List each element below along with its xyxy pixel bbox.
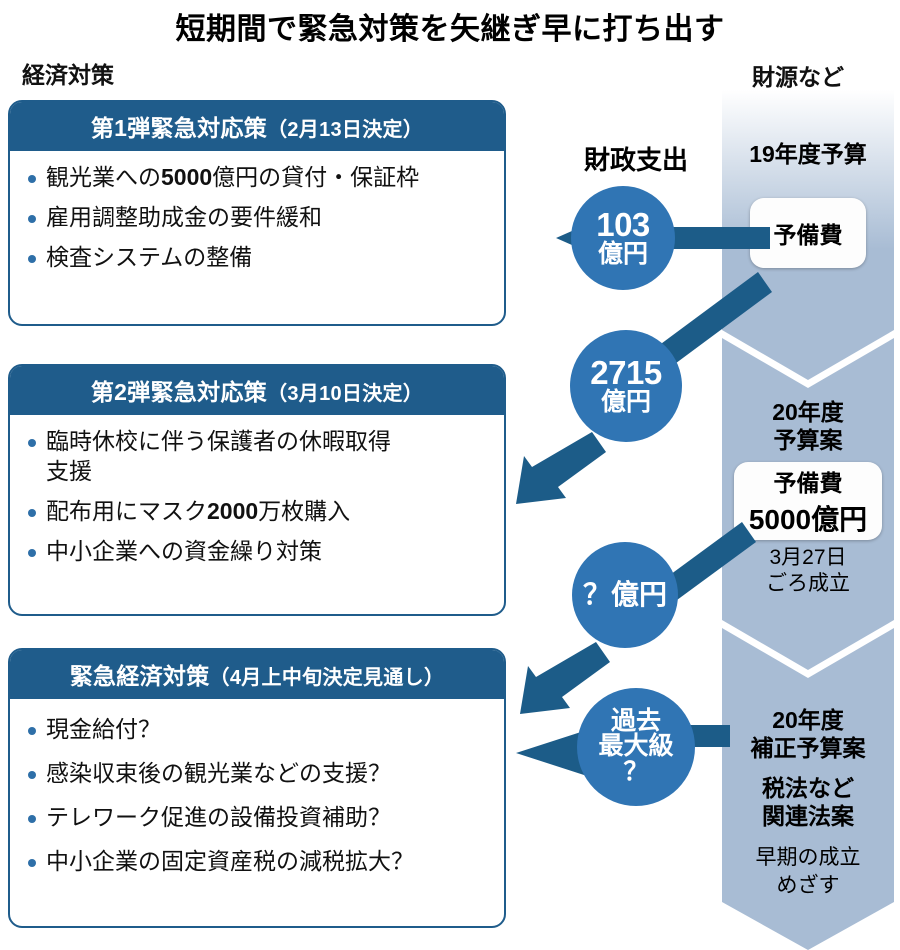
list-item: テレワーク促進の設備投資補助？: [26, 803, 492, 833]
list-item: 配布用にマスク2000万枚購入: [26, 497, 492, 527]
policy-card-1-date: （2月13日決定）: [267, 119, 424, 141]
policy-card-3-header: 緊急経済対策（4月上中旬決定見通し）: [10, 650, 504, 699]
policy-card-3-title: 緊急経済対策: [69, 663, 210, 689]
funding-note-fy20-line2: ごろ成立: [766, 572, 850, 595]
policy-card-2-header: 第2弾緊急対応策（3月10日決定）: [10, 366, 504, 415]
list-item: 感染収束後の観光業などの支援？: [26, 759, 492, 789]
amount-line-2: 最大級: [598, 732, 674, 761]
funding-note-enact-line2: めざす: [776, 874, 840, 897]
policy-card-2-body: 臨時休校に伴う保護者の休暇取得支援 配布用にマスク2000万枚購入 中小企業への…: [10, 415, 504, 577]
amount-value: 2715: [590, 354, 662, 392]
policy-card-2-title: 第2弾緊急対応策: [90, 379, 268, 405]
policy-card-1-header: 第1弾緊急対応策（2月13日決定）: [10, 102, 504, 151]
policy-card-1-body: 観光業への5000億円の貸付・保証枠 雇用調整助成金の要件緩和 検査システムの整…: [10, 151, 504, 283]
spending-caption: 財政支出: [583, 145, 688, 175]
policy-card-2-date: （3月10日決定）: [267, 383, 424, 405]
amount-unit: 億円: [600, 388, 651, 417]
list-item: 臨時休校に伴う保護者の休暇取得支援: [26, 427, 492, 487]
policy-card-3-date: （4月上中旬決定見通し）: [209, 667, 445, 689]
amount-value: 103: [596, 206, 650, 244]
list-item: 中小企業への資金繰り対策: [26, 537, 492, 567]
list-item: 検査システムの整備: [26, 243, 492, 273]
list-item: 中小企業の固定資産税の減税拡大？: [26, 847, 492, 877]
funding-box-line: 予備費: [773, 222, 843, 248]
policy-card-1-title: 第1弾緊急対応策: [90, 115, 268, 141]
amount-circle-unknown: ？億円: [572, 542, 678, 648]
funding-box-line: 予備費: [773, 470, 843, 496]
funding-label-supplementary-line2: 補正予算案: [750, 735, 866, 761]
amount-line-1: 過去: [610, 706, 661, 735]
policy-card-1[interactable]: 第1弾緊急対応策（2月13日決定） 観光業への5000億円の貸付・保証枠 雇用調…: [8, 100, 506, 326]
list-item: 観光業への5000億円の貸付・保証枠: [26, 163, 492, 193]
amount-circle-largest-ever: 過去 最大級 ？: [577, 688, 695, 806]
funding-box-amount: 5000億円: [748, 504, 868, 535]
funding-label-supplementary-line1: 20年度: [772, 707, 844, 733]
funding-label-tax-line2: 関連法案: [762, 803, 854, 829]
amount-unit: 億円: [597, 240, 648, 269]
funding-box-reserve-fy19: 予備費: [750, 198, 866, 268]
funding-band: 19年度予算 予備費 20年度 予算案 予備費 5000億円 3月27日 ごろ成…: [722, 90, 894, 950]
policy-card-2[interactable]: 第2弾緊急対応策（3月10日決定） 臨時休校に伴う保護者の休暇取得支援 配布用に…: [8, 364, 506, 616]
funding-label-fy20-line2: 予算案: [773, 427, 843, 453]
page-title: 短期間で緊急対策を矢継ぎ早に打ち出す: [175, 13, 725, 46]
amount-circle-103: 103 億円: [571, 186, 675, 290]
policy-card-3-body: 現金給付？ 感染収束後の観光業などの支援？ テレワーク促進の設備投資補助？ 中小…: [10, 699, 504, 887]
amount-line-3: ？: [623, 757, 649, 786]
funding-note-fy20-line1: 3月27日: [769, 546, 847, 569]
funding-label-fy20-line1: 20年度: [772, 399, 844, 425]
funding-note-enact-line1: 早期の成立: [755, 846, 861, 869]
list-item: 雇用調整助成金の要件緩和: [26, 203, 492, 233]
funding-box-reserve-fy20: 予備費 5000億円: [734, 462, 882, 540]
list-item: 現金給付？: [26, 715, 492, 745]
left-column-caption: 経済対策: [22, 62, 114, 88]
policy-card-3[interactable]: 緊急経済対策（4月上中旬決定見通し） 現金給付？ 感染収束後の観光業などの支援？…: [8, 648, 506, 928]
funding-label-fy19: 19年度予算: [749, 141, 867, 167]
right-column-caption: 財源など: [752, 64, 844, 90]
amount-value: ？億円: [582, 578, 667, 610]
funding-label-tax-line1: 税法など: [762, 775, 854, 801]
amount-circle-2715: 2715 億円: [570, 330, 682, 442]
